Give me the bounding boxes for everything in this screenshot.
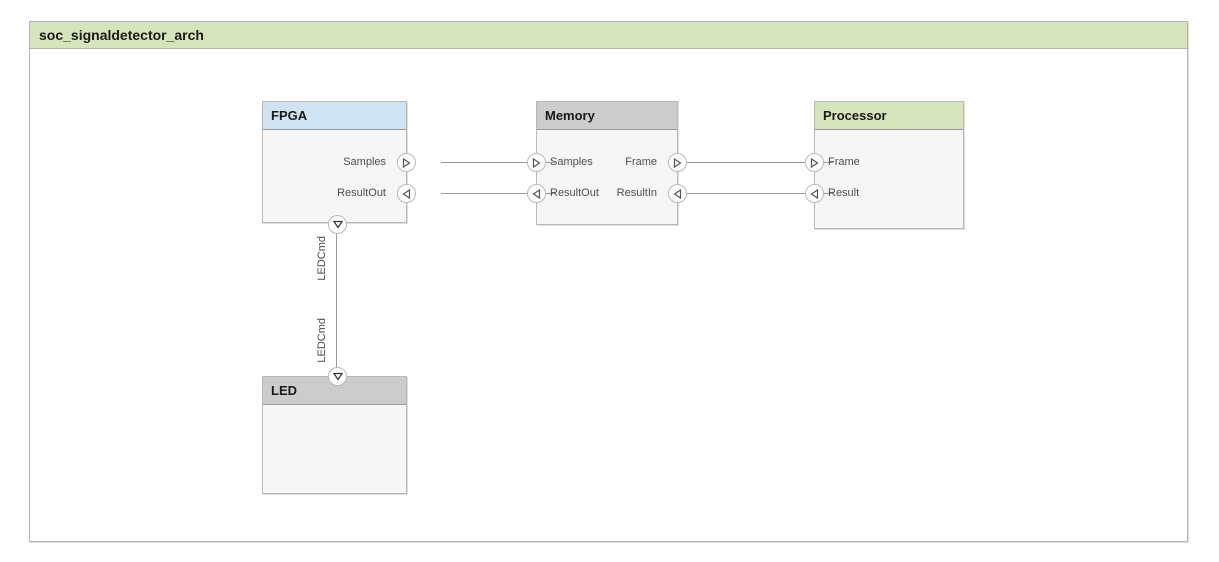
triangle-right-icon — [532, 157, 541, 168]
port-led-ledcmd[interactable] — [328, 367, 347, 386]
connector-fpga-samples-memory-samples[interactable] — [441, 162, 555, 163]
block-memory-body: Samples ResultOut — [527, 130, 687, 224]
connector-memory-frame-processor-frame[interactable] — [683, 162, 833, 163]
connector-fpga-resultout-memory-resultout[interactable] — [441, 193, 555, 194]
port-label-fpga-samples: Samples — [343, 156, 386, 168]
block-fpga[interactable]: FPGA Samples — [262, 101, 416, 234]
port-processor-result[interactable] — [805, 184, 824, 203]
triangle-left-icon — [673, 188, 682, 199]
block-led-body — [263, 367, 406, 493]
triangle-down-icon — [332, 220, 343, 229]
triangle-left-icon — [532, 188, 541, 199]
triangle-left-icon — [402, 188, 411, 199]
connector-label-ledcmd-target: LEDCmd — [316, 318, 328, 363]
block-memory-title: Memory — [537, 102, 677, 130]
block-led[interactable]: LED — [262, 367, 407, 494]
port-memory-samples[interactable] — [527, 153, 546, 172]
page-title: soc_signaldetector_arch — [30, 22, 1187, 49]
port-fpga-ledcmd[interactable] — [328, 215, 347, 234]
port-memory-frame[interactable] — [668, 153, 687, 172]
block-processor-title: Processor — [815, 102, 963, 130]
port-fpga-samples[interactable] — [397, 153, 416, 172]
port-fpga-resultout[interactable] — [397, 184, 416, 203]
block-led-title: LED — [263, 377, 406, 405]
connector-memory-resultin-processor-result[interactable] — [683, 193, 833, 194]
port-label-fpga-resultout: ResultOut — [337, 187, 386, 199]
port-label-memory-frame: Frame — [625, 156, 657, 168]
block-memory[interactable]: Memory Samples — [527, 101, 687, 225]
port-memory-resultin[interactable] — [668, 184, 687, 203]
port-label-processor-result: Result — [828, 187, 860, 199]
block-fpga-title: FPGA — [263, 102, 406, 130]
port-label-memory-samples: Samples — [550, 156, 593, 168]
port-label-memory-resultout: ResultOut — [550, 187, 599, 199]
block-processor-body: Frame Result — [805, 130, 963, 228]
port-label-memory-resultin: ResultIn — [616, 187, 657, 199]
connector-label-ledcmd-source: LEDCmd — [316, 236, 328, 281]
port-processor-frame[interactable] — [805, 153, 824, 172]
port-memory-resultout[interactable] — [527, 184, 546, 203]
triangle-right-icon — [402, 157, 411, 168]
architecture-frame: soc_signaldetector_arch LEDCmd LEDCmd FP… — [29, 21, 1188, 542]
block-processor[interactable]: Processor Frame — [805, 101, 964, 229]
triangle-down-icon — [332, 372, 343, 381]
triangle-left-icon — [810, 188, 819, 199]
connector-fpga-ledcmd-led-ledcmd[interactable] — [336, 222, 337, 379]
diagram-canvas[interactable]: LEDCmd LEDCmd FPGA Samples — [30, 22, 1189, 543]
block-fpga-body: Samples ResultOut — [263, 130, 416, 234]
triangle-right-icon — [673, 157, 682, 168]
triangle-right-icon — [810, 157, 819, 168]
port-label-processor-frame: Frame — [828, 156, 860, 168]
